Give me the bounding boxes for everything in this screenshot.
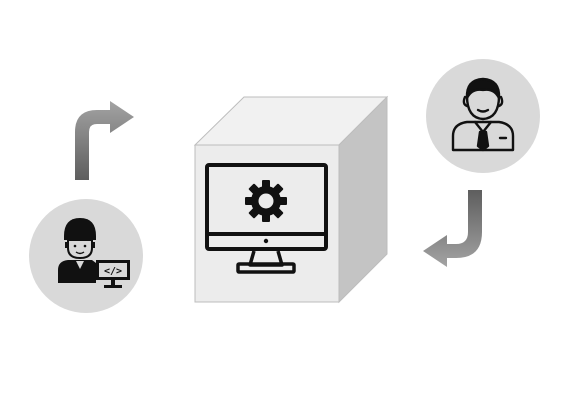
platform-cube (193, 95, 389, 304)
arrow-up-right-icon (75, 101, 134, 180)
user-node (426, 59, 540, 173)
cube-front-face (194, 144, 340, 303)
arrow-down-left-icon (423, 190, 482, 267)
businessman-icon (451, 77, 515, 152)
monitor-with-gear-icon (205, 163, 328, 274)
user-node-circle (426, 59, 540, 173)
svg-text:</>: </> (104, 266, 122, 277)
developer-node: </> (29, 199, 143, 313)
gear-icon (245, 180, 287, 222)
developer-with-code-monitor-icon: </> (58, 218, 130, 288)
